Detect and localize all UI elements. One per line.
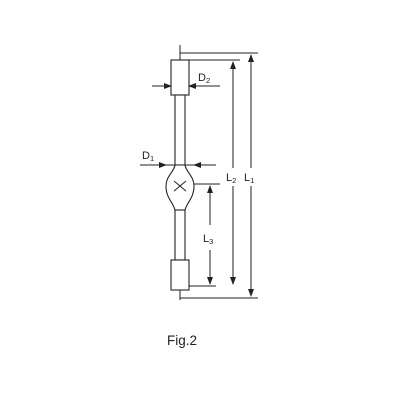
d2-label: D2 xyxy=(198,72,210,85)
l2-dimension: L2 xyxy=(226,61,236,285)
d1-dimension: D1 xyxy=(140,150,216,168)
lower-tube xyxy=(174,209,186,261)
bottom-cap xyxy=(170,259,190,291)
l2-label: L2 xyxy=(226,172,236,185)
upper-tube xyxy=(174,94,186,166)
l1-label: L1 xyxy=(244,172,254,185)
figure-caption: Fig.2 xyxy=(167,333,197,348)
d2-dimension: D2 xyxy=(152,72,220,89)
lamp-body xyxy=(165,45,195,300)
l1-dimension: L1 xyxy=(244,54,254,297)
filament xyxy=(173,180,187,192)
d1-label: D1 xyxy=(142,150,154,163)
lamp-bulb xyxy=(165,164,195,211)
extension-lines xyxy=(180,52,258,299)
top-cap xyxy=(170,59,190,96)
l3-label: L3 xyxy=(203,233,213,246)
l3-dimension: L3 xyxy=(189,185,216,287)
